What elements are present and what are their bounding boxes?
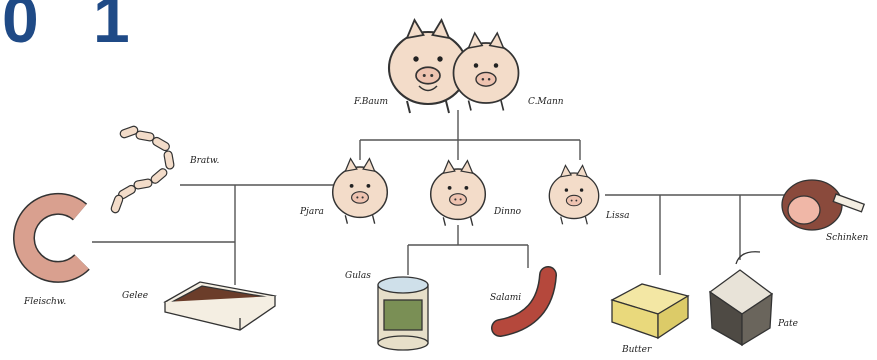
middle-label-2: Dinno	[493, 207, 522, 217]
parent-pig-right	[454, 33, 519, 111]
middle-label-1: Pjara	[299, 207, 324, 217]
product-label-salami: Salami	[490, 293, 521, 303]
aspic-tray-icon	[165, 282, 275, 330]
sausage-chain-icon	[110, 125, 174, 214]
ham-icon	[782, 180, 864, 230]
product-label-ham: Schinken	[826, 233, 868, 243]
middle-label-3: Lissa	[605, 211, 629, 221]
parent-label-left: F.Baum	[353, 97, 388, 107]
product-label-tin: Gulas	[345, 271, 371, 281]
product-label-bratwurst: Bratw.	[189, 156, 220, 166]
product-label-aspic: Gelee	[122, 291, 148, 301]
middle-pig-2	[431, 161, 486, 226]
product-label-ring-sausage: Fleischw.	[23, 297, 66, 307]
middle-pig-3	[549, 165, 598, 224]
ring-sausage-icon	[24, 204, 82, 272]
parent-label-right: C.Mann	[528, 97, 564, 107]
pate-tin-icon	[710, 252, 772, 345]
product-label-butter: Butter	[621, 345, 652, 355]
product-label-pate: Pate	[777, 319, 798, 329]
butter-block-icon	[612, 284, 688, 338]
middle-pig-1	[333, 159, 388, 224]
tin-can-icon	[378, 277, 428, 350]
